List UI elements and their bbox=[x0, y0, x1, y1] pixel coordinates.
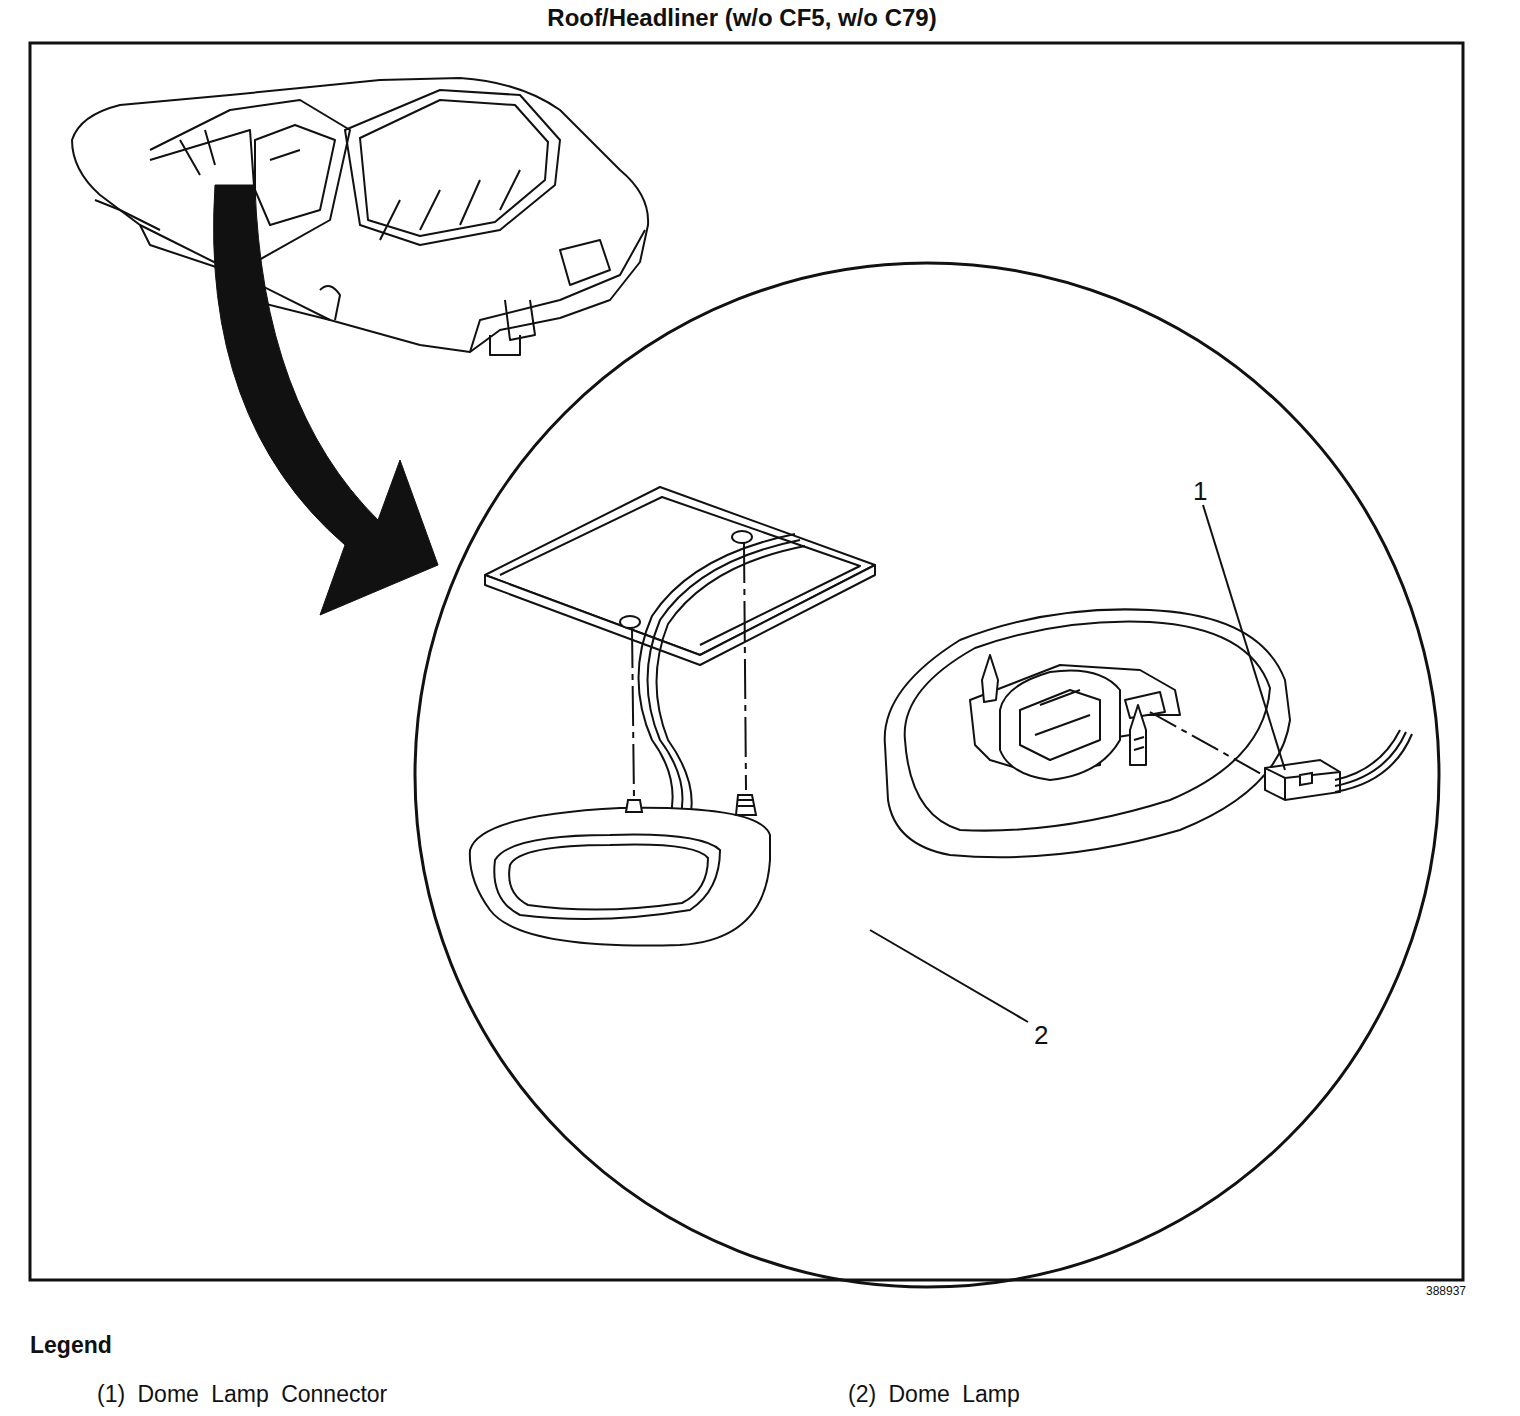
callout-number: 1 bbox=[1193, 476, 1207, 507]
dome-lamp bbox=[470, 795, 770, 946]
figure-number: 388937 bbox=[1426, 1284, 1466, 1298]
legend-entry: (1) Dome Lamp Connector bbox=[97, 1381, 387, 1408]
leader-line bbox=[870, 930, 1028, 1022]
legend-entry: (2) Dome Lamp bbox=[848, 1381, 1020, 1408]
car-body bbox=[72, 78, 648, 355]
alignment-line bbox=[1150, 712, 1265, 776]
detail-circle bbox=[415, 263, 1439, 1287]
frame bbox=[30, 43, 1463, 1280]
dome-lamp-connector bbox=[1265, 760, 1340, 800]
callout-number: 2 bbox=[1034, 1020, 1048, 1051]
headliner-panel bbox=[485, 487, 875, 665]
alignment-line bbox=[632, 543, 746, 800]
connector-wires bbox=[1335, 730, 1412, 792]
leader-line bbox=[1203, 505, 1285, 770]
figure-title: Roof/Headliner (w/o CF5, w/o C79) bbox=[547, 4, 936, 32]
lamp-wires bbox=[639, 534, 806, 818]
dome-lamp-back bbox=[885, 609, 1290, 857]
pointer-arrow bbox=[214, 185, 438, 615]
legend-heading: Legend bbox=[30, 1332, 112, 1359]
